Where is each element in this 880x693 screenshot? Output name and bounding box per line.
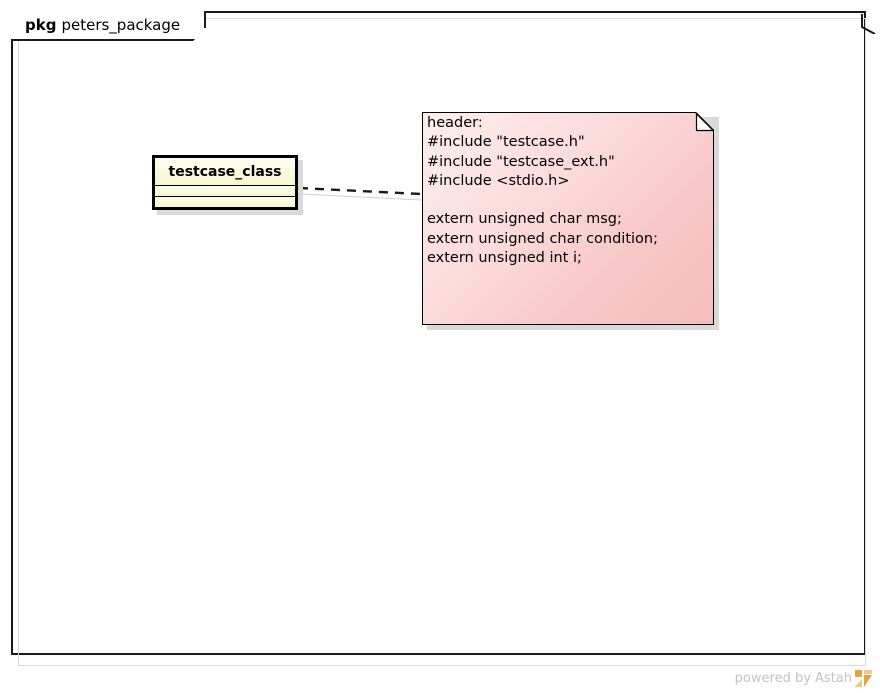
class-name-label: testcase_class bbox=[168, 163, 282, 180]
package-keyword: pkg bbox=[25, 16, 57, 34]
watermark-label: powered by Astah bbox=[734, 671, 852, 686]
package-name-tab[interactable]: pkg peters_package bbox=[11, 11, 206, 41]
package-name-label: peters_package bbox=[61, 16, 181, 34]
watermark: powered by Astah bbox=[735, 670, 872, 687]
note-text: header: #include "testcase.h" #include "… bbox=[427, 115, 658, 267]
class-box-testcase-class[interactable]: testcase_class bbox=[152, 155, 298, 210]
package-frame[interactable] bbox=[11, 11, 866, 655]
class-attributes-compartment[interactable] bbox=[155, 186, 295, 197]
class-name-compartment: testcase_class bbox=[155, 158, 295, 186]
note-element[interactable] bbox=[422, 112, 714, 325]
class-operations-compartment[interactable] bbox=[155, 197, 295, 207]
astah-logo-icon bbox=[855, 670, 872, 687]
